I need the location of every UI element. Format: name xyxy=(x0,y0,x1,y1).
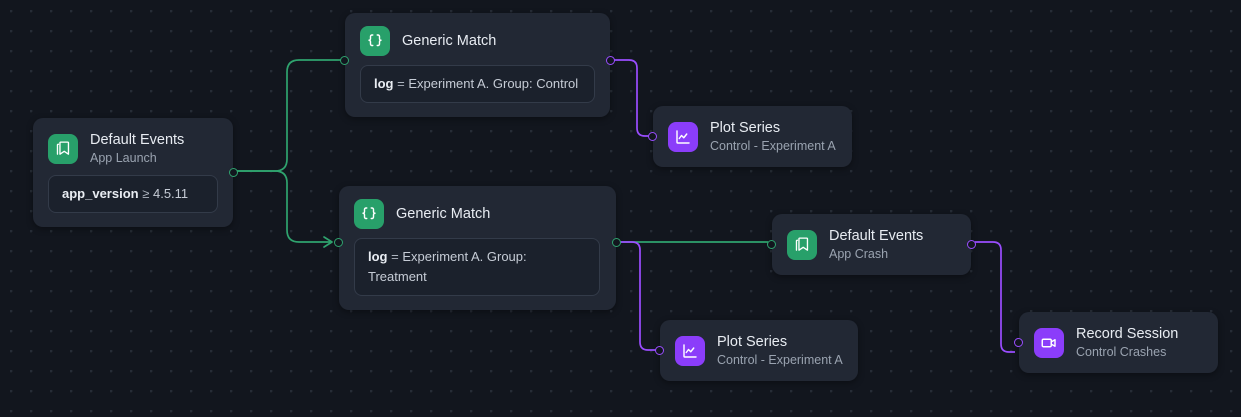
node-title: Default Events xyxy=(829,228,924,244)
input-port[interactable] xyxy=(655,346,664,355)
node-title: Record Session xyxy=(1076,326,1179,342)
output-port[interactable] xyxy=(612,237,621,247)
output-port[interactable] xyxy=(229,168,238,177)
node-label-group: Generic Match xyxy=(396,205,490,223)
node-record-session[interactable]: Record Session Control Crashes xyxy=(1014,312,1218,373)
edge-default-events-to-match-treatment xyxy=(237,170,330,243)
node-subtitle: App Crash xyxy=(829,247,889,261)
node-subtitle: Control - Experiment A xyxy=(717,353,843,367)
condition-pill[interactable]: log = Experiment A. Group: Treatment xyxy=(354,238,600,296)
node-label-group: Default Events App Launch xyxy=(90,131,184,166)
node-generic-match-treatment[interactable]: Generic Match log = Experiment A. Group:… xyxy=(334,186,621,310)
node-default-events-app-crash[interactable]: Default Events App Crash xyxy=(767,214,976,275)
node-body: log = Experiment A. Group: Treatment xyxy=(339,238,616,310)
node-label-group: Plot Series Control - Experiment A xyxy=(717,333,843,368)
output-port[interactable] xyxy=(967,240,976,249)
condition-value: Experiment A. Group: Control xyxy=(408,76,579,91)
node-label-group: Default Events App Crash xyxy=(829,227,923,262)
input-port[interactable] xyxy=(1014,338,1023,347)
chart-line-icon xyxy=(668,121,698,152)
output-port[interactable] xyxy=(606,55,615,65)
node-default-events[interactable]: Default Events App Launch app_version ≥ … xyxy=(33,118,238,227)
condition-pill[interactable]: log = Experiment A. Group: Control xyxy=(360,65,595,103)
node-header: Generic Match xyxy=(345,13,610,65)
node-body: app_version ≥ 4.5.11 xyxy=(33,175,233,227)
node-generic-match-control[interactable]: Generic Match log = Experiment A. Group:… xyxy=(340,13,615,117)
node-plot-series-control[interactable]: Plot Series Control - Experiment A xyxy=(648,106,852,167)
node-title: Generic Match xyxy=(402,33,497,49)
chart-line-icon xyxy=(675,335,705,366)
bookmark-icon xyxy=(787,229,817,260)
edge-match-treatment-to-plot-treatment xyxy=(620,241,656,351)
node-label-group: Generic Match xyxy=(402,32,496,50)
input-port[interactable] xyxy=(767,240,776,249)
input-port[interactable] xyxy=(648,132,657,141)
node-label-group: Record Session Control Crashes xyxy=(1076,325,1178,360)
node-body: log = Experiment A. Group: Control xyxy=(345,65,610,117)
node-subtitle: Control Crashes xyxy=(1076,345,1167,359)
condition-value: 4.5.11 xyxy=(152,186,189,201)
edge-arrow-match-treatment xyxy=(323,236,333,248)
node-label-group: Plot Series Control - Experiment A xyxy=(710,119,836,154)
condition-key: log xyxy=(374,76,394,91)
edge-app-crash-to-record-session xyxy=(975,241,1015,353)
condition-operator: ≥ xyxy=(142,186,150,201)
node-header: Generic Match xyxy=(339,186,616,238)
node-header: Default Events App Crash xyxy=(772,214,971,275)
node-title: Plot Series xyxy=(717,334,788,350)
input-port[interactable] xyxy=(340,55,349,65)
node-subtitle: App Launch xyxy=(90,151,157,165)
node-subtitle: Control - Experiment A xyxy=(710,139,836,153)
condition-pill[interactable]: app_version ≥ 4.5.11 xyxy=(48,175,218,213)
node-title: Default Events xyxy=(90,132,185,148)
condition-key: app_version xyxy=(62,186,139,201)
bookmark-icon xyxy=(48,133,78,164)
condition-operator: = xyxy=(397,76,405,91)
node-plot-series-treatment[interactable]: Plot Series Control - Experiment A xyxy=(655,320,858,381)
node-header: Plot Series Control - Experiment A xyxy=(653,106,852,167)
input-port[interactable] xyxy=(334,237,343,247)
node-title: Generic Match xyxy=(396,206,491,222)
condition-value: Experiment A. Group: Treatment xyxy=(368,249,527,284)
braces-icon xyxy=(354,199,384,229)
node-header: Default Events App Launch xyxy=(33,118,233,175)
braces-icon xyxy=(360,26,390,56)
node-title: Plot Series xyxy=(710,120,781,136)
node-header: Record Session Control Crashes xyxy=(1019,312,1218,373)
node-header: Plot Series Control - Experiment A xyxy=(660,320,858,381)
condition-key: log xyxy=(368,249,388,264)
condition-operator: = xyxy=(391,249,399,264)
video-camera-icon xyxy=(1034,327,1064,358)
edge-match-control-to-plot-control xyxy=(614,59,649,137)
